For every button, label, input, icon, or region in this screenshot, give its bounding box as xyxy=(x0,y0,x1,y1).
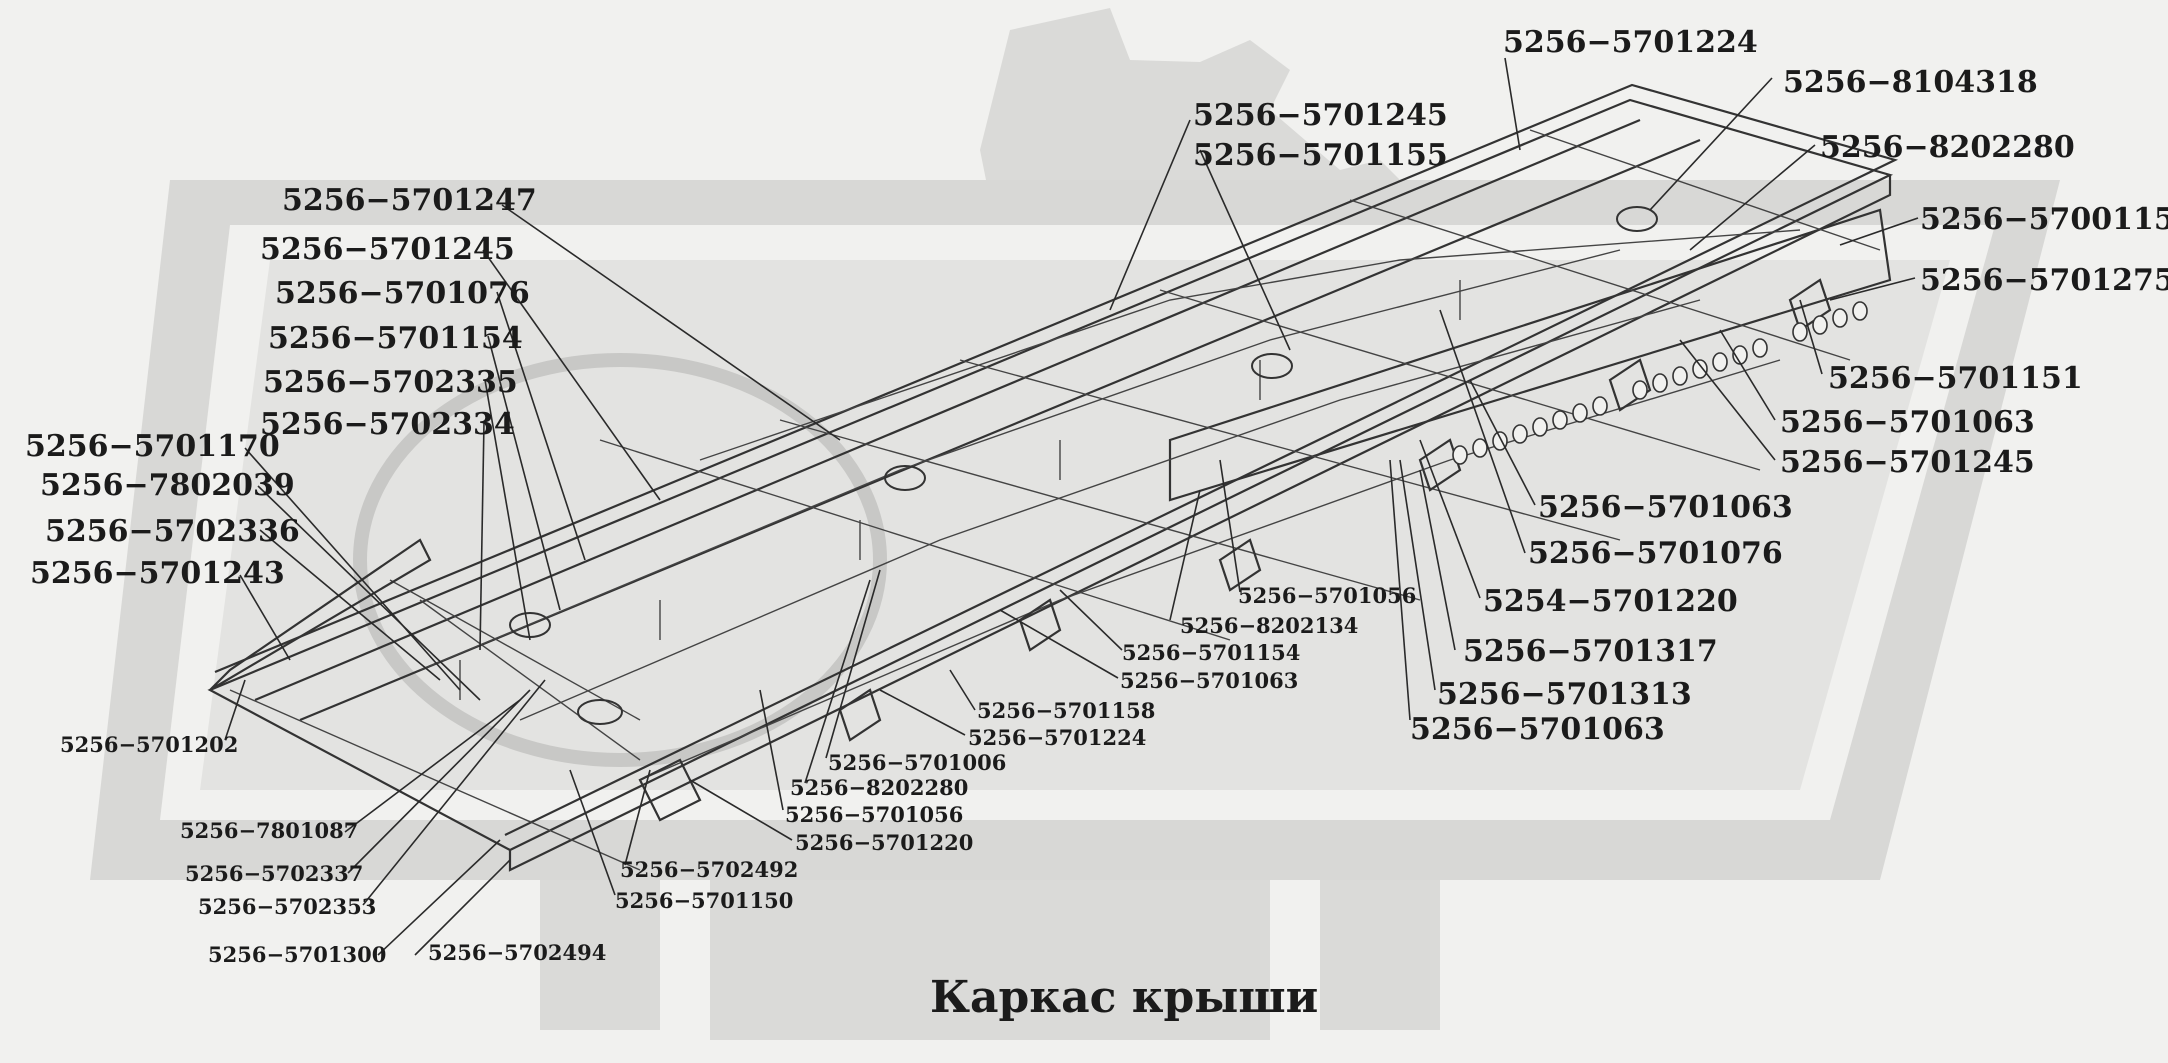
part-label: 5256−5701063 xyxy=(1780,405,2035,440)
part-label: 5256−5701150 xyxy=(615,888,793,913)
part-label: 5256−5701154 xyxy=(268,321,523,356)
part-label: 5256−5701245 xyxy=(1780,445,2035,480)
part-label: 5256−8202280 xyxy=(1820,130,2075,165)
part-label: 5256−57001151 xyxy=(1920,202,2168,237)
part-label: 5256−5701155 xyxy=(1193,138,1448,173)
part-label: 5256−5702335 xyxy=(263,365,518,400)
part-label: 5256−5701202 xyxy=(60,732,238,757)
part-label: 5256−5702494 xyxy=(428,940,606,965)
part-label: 5256−5701006 xyxy=(828,750,1006,775)
leader-lines xyxy=(224,57,1919,956)
part-label: 5256−5702353 xyxy=(198,894,376,919)
part-label: 5256−5701275 xyxy=(1920,263,2168,298)
part-label: 5256−8202134 xyxy=(1180,613,1358,638)
part-label: 5256−5701151 xyxy=(1828,361,2083,396)
part-label: 5256−5702336 xyxy=(45,514,300,549)
part-label: 5256−5701313 xyxy=(1437,677,1692,712)
part-label: 5256−5701245 xyxy=(260,232,515,267)
part-label: 5256−5701224 xyxy=(1503,25,1758,60)
part-label: 5256−5702334 xyxy=(260,407,515,442)
part-label: 5256−7801087 xyxy=(180,818,358,843)
part-label: 5256−5701247 xyxy=(282,183,537,218)
part-label: 5256−5701220 xyxy=(795,830,973,855)
diagram-title: Каркас крыши xyxy=(930,972,1318,1023)
part-label: 5256−5701076 xyxy=(1528,536,1783,571)
part-label: 5256−5701063 xyxy=(1410,712,1665,747)
roof-frame-structure xyxy=(207,83,1899,872)
part-label: 5256−5701245 xyxy=(1193,98,1448,133)
part-labels: 5256−5701224 5256−8104318 5256−8202280 5… xyxy=(25,25,2168,967)
part-label: 5256−8202280 xyxy=(790,775,968,800)
part-label: 5256−5701317 xyxy=(1463,634,1718,669)
part-label: 5256−5702337 xyxy=(185,861,363,886)
part-label: 5256−5701063 xyxy=(1538,490,1793,525)
part-label: 5254−5701220 xyxy=(1483,584,1738,619)
part-label: 5256−5701063 xyxy=(1120,668,1298,693)
part-label: 5256−5701154 xyxy=(1122,640,1300,665)
hatches xyxy=(509,206,1658,725)
part-label: 5256−5701170 xyxy=(25,429,280,464)
part-label: 5256−5702492 xyxy=(620,857,798,882)
part-label: 5256−5701224 xyxy=(968,725,1146,750)
part-label: 5256−5701056 xyxy=(1238,583,1416,608)
part-label: 5256−5701300 xyxy=(208,942,386,967)
part-label: 5256−5701076 xyxy=(275,276,530,311)
part-label: 5256−5701158 xyxy=(977,698,1155,723)
part-label: 5256−5701243 xyxy=(30,556,285,591)
part-label: 5256−8104318 xyxy=(1783,65,2038,100)
part-label: 5256−7802039 xyxy=(40,468,295,503)
part-label: 5256−5701056 xyxy=(785,802,963,827)
